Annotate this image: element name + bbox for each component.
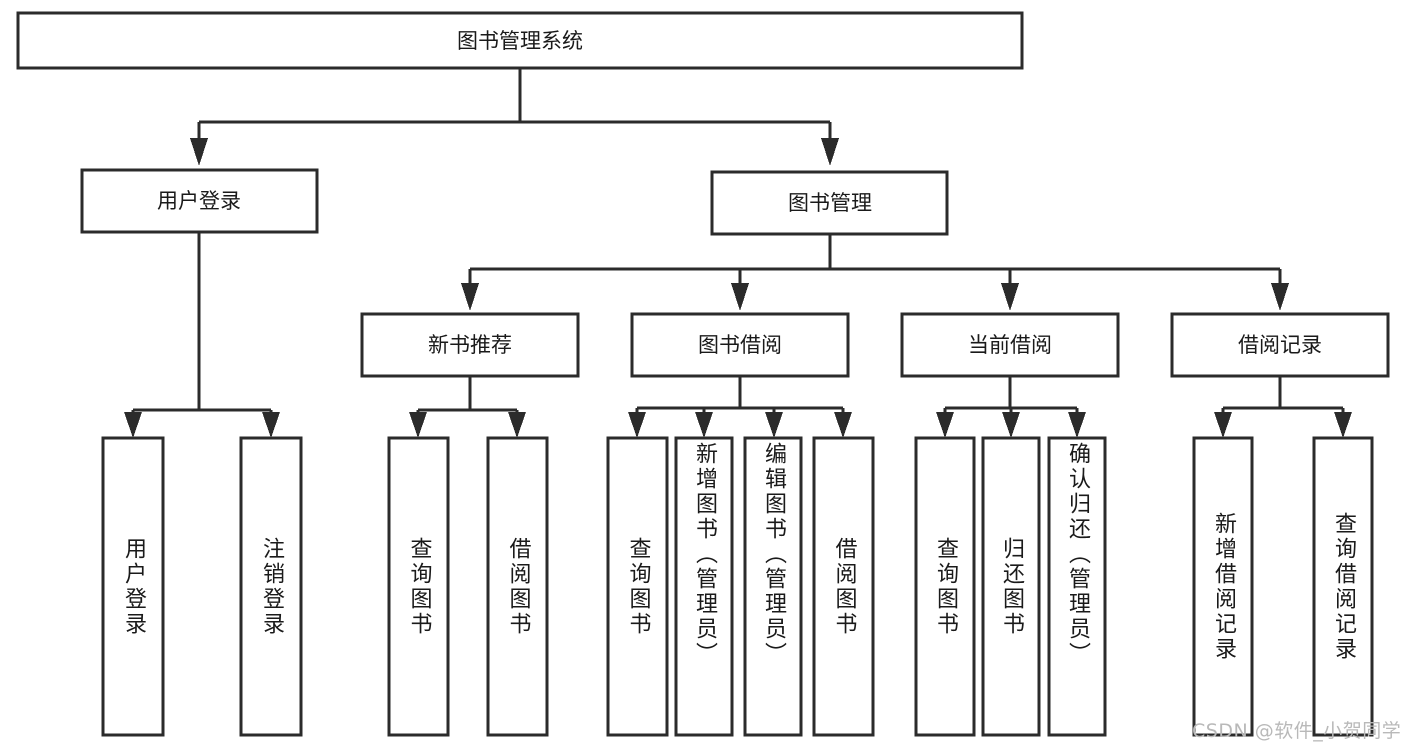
arrow-head-icon (1214, 412, 1232, 438)
arrow-head-icon (1068, 412, 1086, 438)
leaf-box-borrow-book-recommend[interactable] (486, 436, 549, 737)
node-box (900, 312, 1120, 378)
node-label: 图书管理系统 (457, 29, 583, 53)
node-box (1170, 312, 1390, 378)
arrow-head-icon (409, 412, 427, 438)
connector-current-borrow-to-leaves (936, 376, 1086, 438)
node-label: 用户登录 (157, 189, 241, 213)
arrow-head-icon (262, 412, 280, 438)
leaf-box-query-book-recommend[interactable] (387, 436, 450, 737)
leaf-box-query-book-borrow[interactable] (606, 436, 669, 737)
leaf-box-edit-book-admin[interactable] (743, 436, 803, 737)
node-box (360, 312, 580, 378)
connector-book-borrow-to-leaves (628, 376, 852, 438)
node-box (16, 11, 1024, 70)
leaf-box-borrow-book[interactable] (812, 436, 875, 737)
arrow-head-icon (1334, 412, 1352, 438)
node-book-borrow[interactable]: 图书借阅 (630, 312, 850, 378)
arrow-head-icon (508, 412, 526, 438)
node-box (630, 312, 850, 378)
node-book-management[interactable]: 图书管理 (710, 170, 949, 236)
arrow-head-icon (1001, 283, 1019, 311)
leaf-box-confirm-return-admin[interactable] (1047, 436, 1107, 737)
node-current-borrow[interactable]: 当前借阅 (900, 312, 1120, 378)
connector-new-book-to-leaves (409, 376, 526, 438)
node-label: 当前借阅 (968, 333, 1052, 357)
leaf-box-logout-login[interactable] (239, 436, 303, 737)
arrow-head-icon (765, 412, 783, 438)
node-new-book-recommend[interactable]: 新书推荐 (360, 312, 580, 378)
connector-user-login-to-leaves (124, 232, 280, 438)
node-label: 图书借阅 (698, 333, 782, 357)
node-borrow-record[interactable]: 借阅记录 (1170, 312, 1390, 378)
arrow-head-icon (821, 138, 839, 166)
arrow-head-icon (936, 412, 954, 438)
connector-root-to-level2 (190, 68, 839, 166)
leaf-box-add-book-admin[interactable] (674, 436, 734, 737)
leaf-box-query-borrow-record[interactable] (1312, 436, 1374, 737)
leaf-box-return-book[interactable] (981, 436, 1041, 737)
node-label: 图书管理 (788, 191, 872, 215)
arrow-head-icon (628, 412, 646, 438)
node-label: 借阅记录 (1238, 333, 1322, 357)
arrow-head-icon (1002, 412, 1020, 438)
node-label: 新书推荐 (428, 333, 512, 357)
arrow-head-icon (695, 412, 713, 438)
connector-borrow-record-to-leaves (1214, 376, 1352, 438)
node-box (80, 168, 319, 234)
connector-book-manage-to-level3 (461, 234, 1289, 311)
csdn-watermark: CSDN @软件_小贺同学 (1192, 720, 1402, 742)
arrow-head-icon (834, 412, 852, 438)
node-user-login[interactable]: 用户登录 (80, 168, 319, 234)
arrow-head-icon (124, 412, 142, 438)
node-root-book-management-system[interactable]: 图书管理系统 (16, 11, 1024, 70)
arrow-head-icon (731, 283, 749, 311)
arrow-head-icon (461, 283, 479, 311)
arrow-head-icon (190, 138, 208, 166)
node-box (710, 170, 949, 236)
arrow-head-icon (1271, 283, 1289, 311)
leaf-box-add-borrow-record[interactable] (1192, 436, 1254, 737)
leaf-box-user-login[interactable] (101, 436, 165, 737)
leaf-box-query-book-current[interactable] (914, 436, 976, 737)
